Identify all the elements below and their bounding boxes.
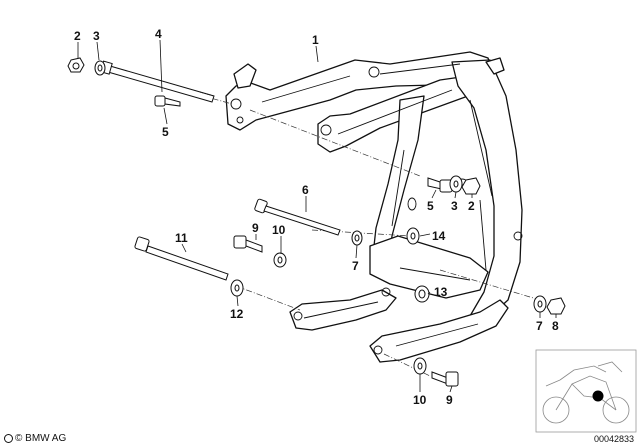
nut-part[interactable] bbox=[67, 57, 85, 73]
callout-1: 1 bbox=[312, 33, 319, 47]
callout-3: 3 bbox=[93, 29, 100, 43]
washer-10-part-2[interactable] bbox=[413, 357, 427, 375]
washer-10-part[interactable] bbox=[273, 252, 287, 268]
spacer-13-part[interactable] bbox=[414, 285, 430, 303]
callout-9-bottom: 9 bbox=[446, 393, 453, 407]
callout-7: 7 bbox=[352, 259, 359, 273]
bolt-11-part[interactable] bbox=[134, 236, 229, 281]
callout-10-bottom: 10 bbox=[413, 393, 427, 407]
short-bolt-part[interactable] bbox=[154, 95, 181, 107]
callout-4: 4 bbox=[155, 27, 162, 41]
callout-11: 11 bbox=[175, 231, 188, 245]
callout-3-right: 3 bbox=[451, 199, 458, 213]
nut-8-part[interactable] bbox=[546, 297, 566, 315]
callout-labels: 1 2 3 4 5 6 5 3 2 9 10 11 7 12 14 13 7 8… bbox=[74, 27, 559, 407]
callout-5-right: 5 bbox=[427, 199, 434, 213]
motorcycle-locator-icon bbox=[535, 349, 637, 433]
nut-part-2[interactable] bbox=[461, 177, 481, 195]
document-number: 00042833 bbox=[593, 434, 634, 444]
callout-2: 2 bbox=[74, 29, 81, 43]
callout-8: 8 bbox=[552, 319, 559, 333]
washer-7-part[interactable] bbox=[351, 230, 363, 246]
copyright-notice: © BMW AG bbox=[4, 433, 66, 444]
bolt-9-part-2[interactable] bbox=[431, 371, 459, 387]
location-marker bbox=[592, 390, 604, 402]
frame-detail-lines bbox=[230, 63, 523, 355]
callout-12: 12 bbox=[230, 307, 244, 321]
callout-7-right: 7 bbox=[536, 319, 543, 333]
washer-part[interactable] bbox=[94, 60, 106, 76]
washer-14-part[interactable] bbox=[406, 227, 420, 245]
washer-part-2[interactable] bbox=[449, 175, 463, 193]
callout-5: 5 bbox=[162, 125, 169, 139]
washer-12-part[interactable] bbox=[230, 279, 244, 297]
bmw-logo-icon bbox=[4, 434, 13, 443]
callout-9: 9 bbox=[252, 221, 259, 235]
short-bolt-part-2[interactable] bbox=[427, 177, 453, 193]
leader-lines bbox=[77, 39, 557, 393]
copyright-text: © BMW AG bbox=[15, 433, 67, 444]
callout-14: 14 bbox=[432, 229, 446, 243]
callout-13: 13 bbox=[434, 285, 448, 299]
callout-10: 10 bbox=[272, 223, 286, 237]
callout-2-right: 2 bbox=[468, 199, 475, 213]
washer-7-part-2[interactable] bbox=[533, 295, 547, 313]
bolt-9-part[interactable] bbox=[233, 235, 263, 253]
callout-6: 6 bbox=[302, 183, 309, 197]
bolt-6-part[interactable] bbox=[254, 198, 341, 236]
